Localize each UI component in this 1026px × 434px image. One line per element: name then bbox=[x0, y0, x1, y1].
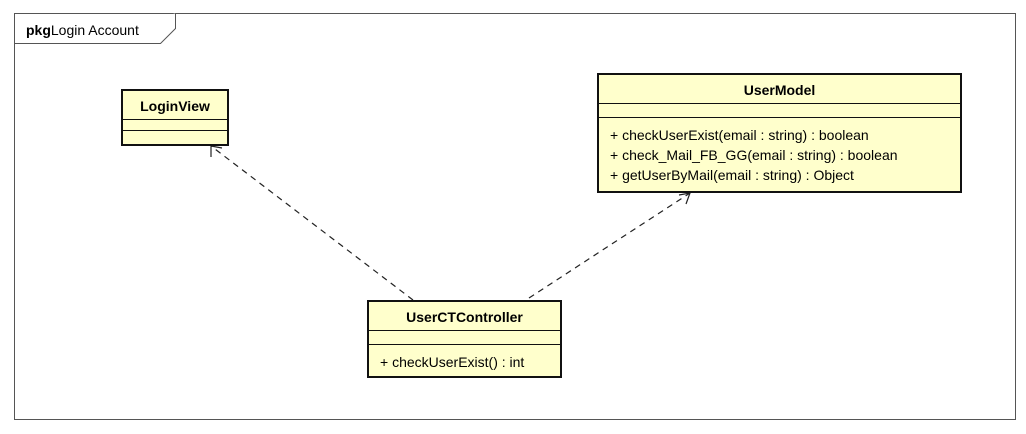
package-frame bbox=[14, 13, 1016, 420]
dependency-arrowhead bbox=[678, 192, 691, 205]
dependency-arrowhead bbox=[210, 145, 223, 157]
package-tab-shape bbox=[14, 13, 176, 44]
class-name: LoginView bbox=[123, 91, 227, 120]
operation: + getUserByMail(email : string) : Object bbox=[610, 167, 854, 183]
operation: + checkUserExist(email : string) : boole… bbox=[610, 127, 869, 143]
operations-compartment bbox=[123, 131, 227, 145]
attributes-compartment bbox=[369, 331, 560, 345]
operation: + checkUserExist() : int bbox=[380, 354, 525, 370]
package-keyword: pkg bbox=[26, 22, 51, 38]
operation: + check_Mail_FB_GG(email : string) : boo… bbox=[610, 147, 898, 163]
attributes-compartment bbox=[599, 104, 960, 118]
class-name: UserModel bbox=[599, 75, 960, 104]
class-userctcontroller[interactable]: UserCTController + checkUserExist() : in… bbox=[367, 300, 562, 378]
operations-compartment: + checkUserExist(email : string) : boole… bbox=[599, 118, 960, 185]
dependency-line bbox=[528, 192, 691, 299]
class-loginview[interactable]: LoginView bbox=[121, 89, 229, 146]
dependency-to-loginview bbox=[210, 145, 414, 301]
class-name: UserCTController bbox=[369, 302, 560, 331]
dependency-line bbox=[210, 145, 414, 301]
dependency-to-usermodel bbox=[528, 192, 691, 299]
attributes-compartment bbox=[123, 120, 227, 131]
operations-compartment: + checkUserExist() : int bbox=[369, 345, 560, 372]
class-usermodel[interactable]: UserModel + checkUserExist(email : strin… bbox=[597, 73, 962, 193]
package-label: pkgLogin Account bbox=[26, 22, 139, 38]
package-name: Login Account bbox=[50, 22, 139, 38]
